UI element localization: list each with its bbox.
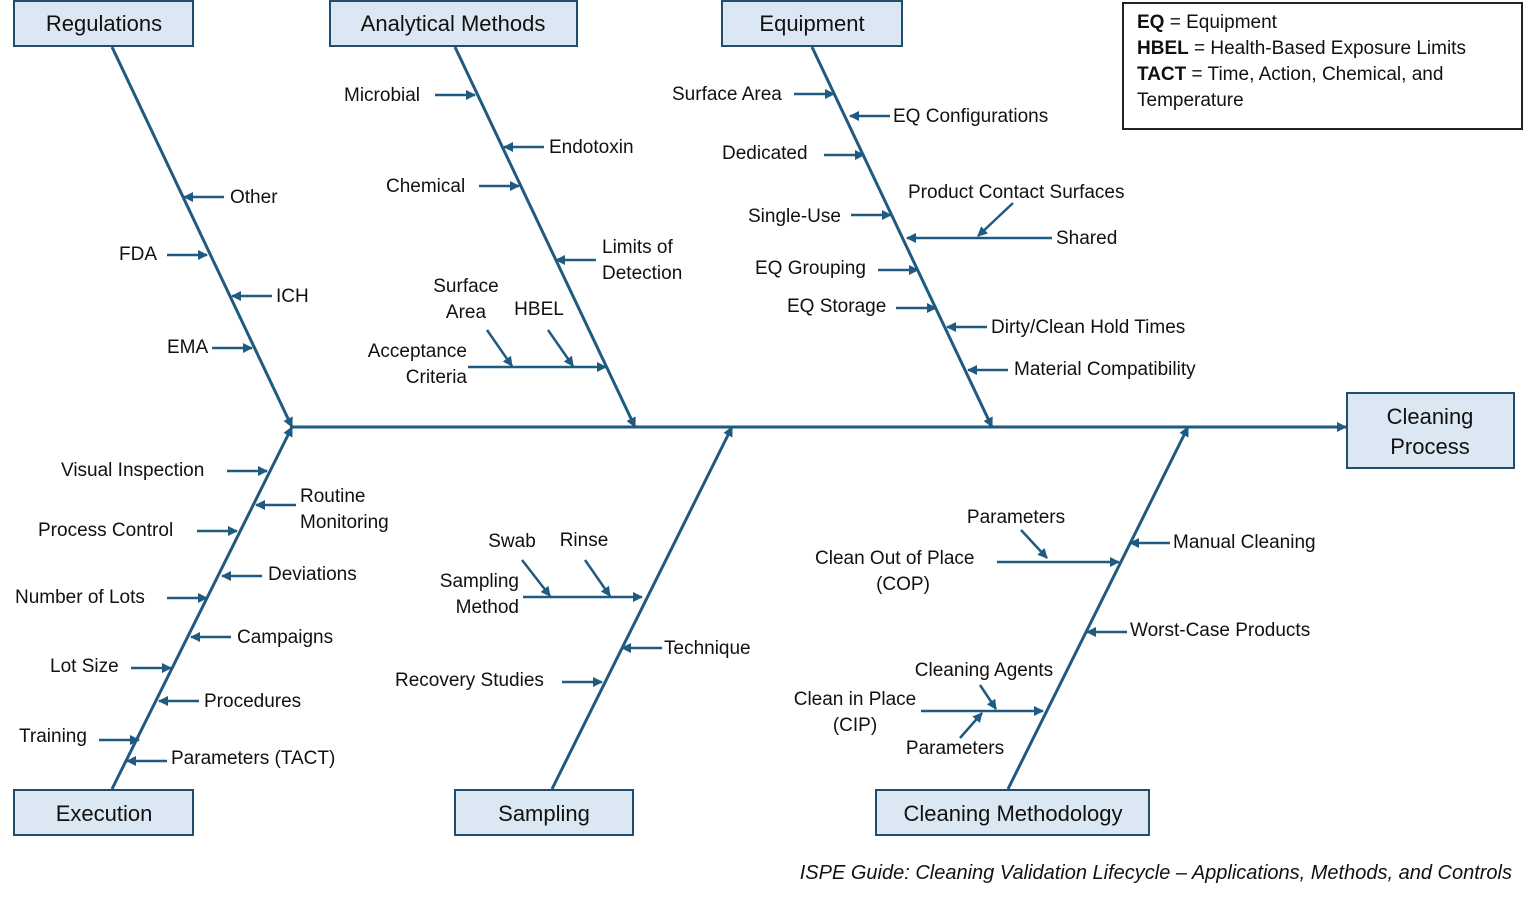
cause-rinse: Rinse bbox=[560, 530, 609, 551]
cause-hold-times: Dirty/Clean Hold Times bbox=[991, 317, 1185, 338]
arrow-product-contact-sub bbox=[977, 202, 1014, 237]
cause-product-contact: Product Contact Surfaces bbox=[908, 182, 1125, 203]
legend-abbr: EQ bbox=[1137, 12, 1165, 33]
arrow-agents-sub bbox=[978, 684, 998, 710]
category-box-execution bbox=[13, 789, 194, 836]
arrow-cip-params-sub bbox=[959, 712, 983, 739]
regulations-bone bbox=[110, 46, 294, 428]
cause-other: Other bbox=[230, 187, 278, 208]
cause-lot-size: Lot Size bbox=[50, 656, 119, 677]
cause-method-line2: Method bbox=[456, 597, 519, 618]
legend-row: Temperature bbox=[1137, 88, 1521, 114]
cause-microbial: Microbial bbox=[344, 85, 420, 106]
cause-recovery: Recovery Studies bbox=[395, 670, 544, 691]
category-label-execution: Execution bbox=[56, 801, 153, 826]
cause-endotoxin: Endotoxin bbox=[549, 137, 634, 158]
cause-fda: FDA bbox=[119, 244, 157, 265]
legend-abbr: HBEL bbox=[1137, 38, 1189, 59]
legend-desc: Temperature bbox=[1137, 90, 1244, 111]
cause-ema: EMA bbox=[167, 337, 209, 358]
cause-hbel: HBEL bbox=[514, 299, 564, 320]
cause-campaigns: Campaigns bbox=[237, 627, 333, 648]
cause-shared: Shared bbox=[1056, 228, 1117, 249]
category-box-equipment bbox=[721, 0, 903, 47]
arrow-hbel-sub bbox=[546, 329, 575, 367]
cause-visual: Visual Inspection bbox=[61, 460, 204, 481]
source-caption: ISPE Guide: Cleaning Validation Lifecycl… bbox=[799, 862, 1512, 884]
cause-procedures: Procedures bbox=[204, 691, 301, 712]
arrow-swab-sub bbox=[521, 559, 551, 597]
cause-cip-line1: Clean in Place bbox=[794, 689, 917, 710]
cause-routine-line1: Routine bbox=[300, 486, 366, 507]
execution-bone bbox=[110, 426, 294, 790]
cause-lots: Number of Lots bbox=[15, 587, 145, 608]
cause-single-use: Single-Use bbox=[748, 206, 841, 227]
effect-label-line2: Process bbox=[1390, 434, 1469, 459]
cause-cop-params: Parameters bbox=[967, 507, 1065, 528]
abbreviation-legend: EQ = Equipment HBEL = Health-Based Expos… bbox=[1122, 2, 1523, 130]
equipment-bone bbox=[810, 46, 994, 428]
cause-technique: Technique bbox=[664, 638, 751, 659]
cause-method-line1: Sampling bbox=[440, 571, 519, 592]
category-label-analytical: Analytical Methods bbox=[361, 11, 546, 36]
category-box-regulations bbox=[13, 0, 194, 47]
cause-cip-params: Parameters bbox=[906, 738, 1004, 759]
cause-chemical: Chemical bbox=[386, 176, 465, 197]
cause-swab: Swab bbox=[488, 531, 536, 552]
category-box-methodology bbox=[875, 789, 1150, 836]
cause-eq-grouping: EQ Grouping bbox=[755, 258, 866, 279]
category-box-analytical bbox=[329, 0, 578, 47]
cause-acceptance-line1: Acceptance bbox=[368, 341, 467, 362]
cause-eq-config: EQ Configurations bbox=[893, 106, 1048, 127]
cause-limits-line2: Detection bbox=[602, 263, 682, 284]
cause-surface-line2: Area bbox=[446, 302, 487, 323]
arrow-surface-area-sub bbox=[485, 329, 514, 367]
cause-cop-line2: (COP) bbox=[876, 574, 930, 595]
cause-limits-line1: Limits of bbox=[602, 237, 673, 258]
cause-process-control: Process Control bbox=[38, 520, 173, 541]
cause-training: Training bbox=[19, 726, 87, 747]
cause-parameters-tact: Parameters (TACT) bbox=[171, 748, 335, 769]
category-label-regulations: Regulations bbox=[46, 11, 162, 36]
cause-dedicated: Dedicated bbox=[722, 143, 808, 164]
cause-ich: ICH bbox=[276, 286, 309, 307]
sampling-bone bbox=[550, 426, 734, 790]
cause-deviations: Deviations bbox=[268, 564, 357, 585]
cause-cip-line2: (CIP) bbox=[833, 715, 877, 736]
category-label-methodology: Cleaning Methodology bbox=[904, 801, 1123, 826]
cause-manual: Manual Cleaning bbox=[1173, 532, 1316, 553]
legend-row: HBEL = Health-Based Exposure Limits bbox=[1137, 36, 1521, 62]
category-label-sampling: Sampling bbox=[498, 801, 590, 826]
cause-routine-line2: Monitoring bbox=[300, 512, 389, 533]
arrow-rinse-sub bbox=[583, 559, 612, 597]
cause-worst-case: Worst-Case Products bbox=[1130, 620, 1310, 641]
cause-eq-storage: EQ Storage bbox=[787, 296, 886, 317]
legend-abbr: TACT bbox=[1137, 64, 1187, 85]
cause-cop-line1: Clean Out of Place bbox=[815, 548, 974, 569]
methodology-bone bbox=[1006, 426, 1190, 790]
legend-row: EQ = Equipment bbox=[1137, 10, 1521, 36]
effect-label-line1: Cleaning bbox=[1387, 404, 1474, 429]
legend-desc: = Time, Action, Chemical, and bbox=[1186, 64, 1444, 85]
legend-desc: = Health-Based Exposure Limits bbox=[1188, 38, 1466, 59]
cause-acceptance-line2: Criteria bbox=[406, 367, 468, 388]
effect-box bbox=[1346, 392, 1515, 469]
legend-desc: = Equipment bbox=[1164, 12, 1277, 33]
category-box-sampling bbox=[454, 789, 634, 836]
category-label-equipment: Equipment bbox=[759, 11, 864, 36]
cause-agents: Cleaning Agents bbox=[915, 660, 1053, 681]
cause-surface-line1: Surface bbox=[433, 276, 498, 297]
cause-surface-area: Surface Area bbox=[672, 84, 782, 105]
legend-row: TACT = Time, Action, Chemical, and bbox=[1137, 62, 1521, 88]
cause-material: Material Compatibility bbox=[1014, 359, 1196, 380]
arrow-cop-params-sub bbox=[1020, 529, 1048, 559]
